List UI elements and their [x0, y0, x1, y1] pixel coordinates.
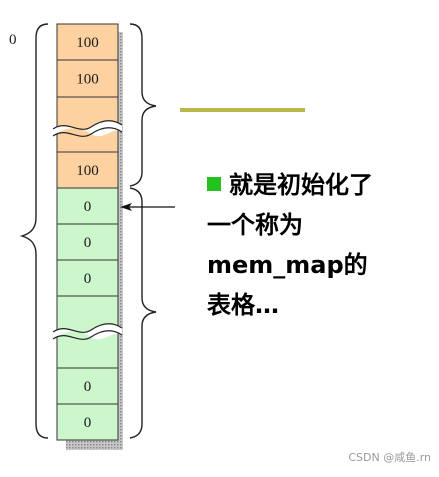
top-address-label: 0	[9, 32, 17, 48]
pointer-arrow	[120, 203, 175, 211]
page-cell-high-label: 100	[76, 72, 99, 88]
page-cell-high-label: 100	[76, 35, 99, 51]
break-wave-line	[52, 323, 123, 333]
page-cell-low-label: 0	[84, 415, 92, 431]
callout-line-1: 就是初始化了	[207, 165, 373, 205]
page-cell-low	[56, 223, 119, 261]
callout-line-3: mem_map的	[207, 251, 368, 279]
right-brace-upper	[129, 23, 157, 187]
break-gap	[53, 323, 122, 340]
break-gap	[53, 120, 122, 137]
right-brace-lower	[129, 187, 157, 439]
page-cell-low	[56, 187, 119, 225]
page-cell-low-label: 0	[84, 199, 92, 215]
page-cell-low-label: 0	[84, 235, 92, 251]
page-cell-high-label: 100	[76, 163, 99, 179]
break-wave-line	[52, 127, 123, 137]
page-cell-high	[56, 23, 119, 61]
page-cell-high	[56, 59, 119, 98]
page-cell-low	[56, 367, 119, 405]
page-cell-low	[56, 403, 119, 441]
page-cell-low-label: 0	[84, 379, 92, 395]
callout-line-2: 一个称为	[207, 211, 303, 239]
left-brace	[19, 23, 49, 439]
callout-line-4: 表格…	[207, 291, 279, 319]
watermark: CSDN @咸鱼.rn	[348, 451, 431, 464]
page-cell-high	[56, 151, 119, 189]
memory-column: 100 100 100 0 0 0 0 0	[52, 23, 123, 441]
break-wave-line	[52, 120, 123, 130]
callout-text: 就是初始化了 一个称为 mem_map的 表格…	[207, 165, 373, 325]
break-wave-line	[52, 330, 123, 340]
page-cell-low-label: 0	[84, 271, 92, 287]
bullet-square-icon	[207, 177, 221, 191]
